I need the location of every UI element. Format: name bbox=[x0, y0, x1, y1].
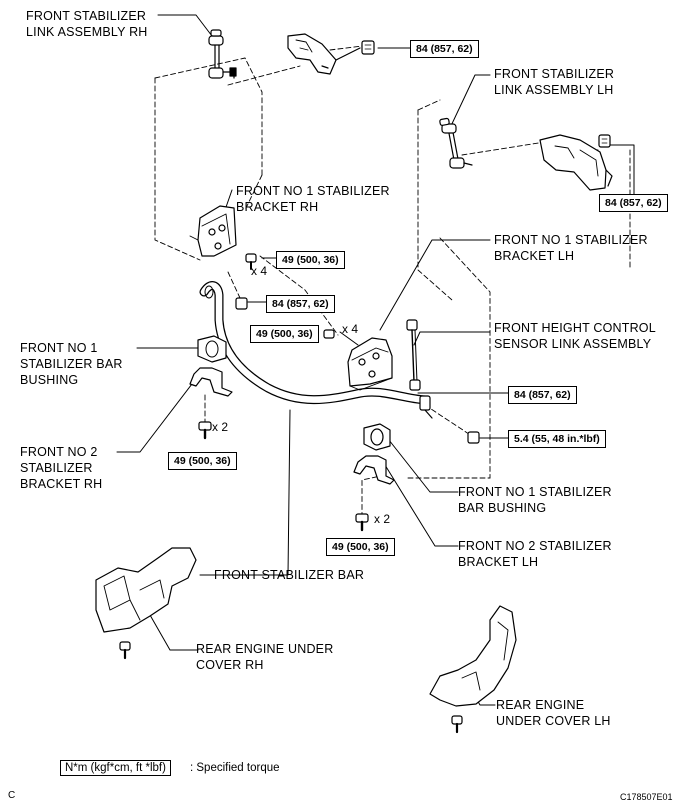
label-line: REAR ENGINE UNDER bbox=[196, 642, 334, 656]
label-bracket-no1-lh: FRONT NO 1 STABILIZER BRACKET LH bbox=[494, 232, 648, 264]
bracket-no2-lh bbox=[353, 455, 395, 485]
bolt-bracket-rh bbox=[245, 253, 257, 270]
label-line: STABILIZER bbox=[20, 461, 93, 475]
height-sensor-link bbox=[406, 319, 433, 419]
torque-bushing-lh: 49 (500, 36) bbox=[326, 538, 395, 556]
legend-unit-box: N*m (kgf*cm, ft *lbf) bbox=[60, 760, 171, 776]
label-line: SENSOR LINK ASSEMBLY bbox=[494, 337, 652, 351]
label-stabilizer-link-lh: FRONT STABILIZER LINK ASSEMBLY LH bbox=[494, 66, 614, 98]
torque-link-lh: 84 (857, 62) bbox=[599, 194, 668, 212]
label-bracket-no2-lh: FRONT NO 2 STABILIZER BRACKET LH bbox=[458, 538, 612, 570]
nut-link-lh bbox=[598, 134, 611, 148]
bolt-bushing-lh bbox=[355, 513, 369, 532]
label-line: FRONT NO 2 bbox=[20, 445, 98, 459]
label-line: BRACKET LH bbox=[458, 555, 539, 569]
torque-link-rh: 84 (857, 62) bbox=[410, 40, 479, 58]
label-line: BAR BUSHING bbox=[458, 501, 547, 515]
rear-engine-under-cover-lh bbox=[429, 605, 517, 734]
label-line: FRONT HEIGHT CONTROL bbox=[494, 321, 656, 335]
alignment-dashed-lines bbox=[154, 45, 631, 516]
stabilizer-link-rh bbox=[208, 29, 237, 79]
label-line: FRONT NO 1 STABILIZER bbox=[236, 184, 390, 198]
label-line: BUSHING bbox=[20, 373, 79, 387]
qty-bushing-rh: x 2 bbox=[212, 420, 229, 434]
torque-bushing-rh: 49 (500, 36) bbox=[168, 452, 237, 470]
label-line: COVER RH bbox=[196, 658, 264, 672]
label-line: STABILIZER BAR bbox=[20, 357, 123, 371]
nut-sensor bbox=[467, 431, 480, 444]
label-line: LINK ASSEMBLY LH bbox=[494, 83, 614, 97]
label-under-cover-rh: REAR ENGINE UNDER COVER RH bbox=[196, 641, 333, 673]
torque-sensor-nut: 5.4 (55, 48 in.*lbf) bbox=[508, 430, 606, 448]
bracket-no2-rh bbox=[189, 367, 233, 397]
label-line: BRACKET LH bbox=[494, 249, 575, 263]
label-bushing-rh: FRONT NO 1 STABILIZER BAR BUSHING bbox=[20, 340, 123, 388]
label-line: FRONT NO 1 bbox=[20, 341, 98, 355]
label-line: BRACKET RH bbox=[236, 200, 319, 214]
bracket-no1-rh bbox=[189, 205, 237, 257]
bolt-bracket-lh bbox=[323, 329, 335, 339]
lower-arm-rh bbox=[287, 33, 361, 75]
bracket-no1-lh bbox=[347, 337, 393, 391]
bushing-rh bbox=[197, 335, 227, 363]
torque-bracket-lh: 49 (500, 36) bbox=[250, 325, 319, 343]
label-height-sensor-link: FRONT HEIGHT CONTROL SENSOR LINK ASSEMBL… bbox=[494, 320, 656, 352]
label-line: FRONT STABILIZER bbox=[494, 67, 615, 81]
rear-engine-under-cover-rh bbox=[95, 547, 197, 660]
torque-center-nut: 84 (857, 62) bbox=[266, 295, 335, 313]
label-line: LINK ASSEMBLY RH bbox=[26, 25, 148, 39]
qty-bracket-rh: x 4 bbox=[251, 264, 268, 278]
label-under-cover-lh: REAR ENGINE UNDER COVER LH bbox=[496, 697, 611, 729]
label-bracket-no1-rh: FRONT NO 1 STABILIZER BRACKET RH bbox=[236, 183, 390, 215]
figure-code: C178507E01 bbox=[620, 792, 673, 802]
label-line: FRONT NO 1 STABILIZER bbox=[458, 485, 612, 499]
label-stabilizer-link-rh: FRONT STABILIZER LINK ASSEMBLY RH bbox=[26, 8, 148, 40]
lower-arm-lh bbox=[539, 134, 613, 191]
torque-sensor-link: 84 (857, 62) bbox=[508, 386, 577, 404]
nut-link-rh bbox=[361, 40, 375, 55]
qty-bushing-lh: x 2 bbox=[374, 512, 391, 526]
leader-lines bbox=[116, 14, 635, 706]
label-line: FRONT NO 2 STABILIZER bbox=[458, 539, 612, 553]
corner-letter: C bbox=[8, 790, 16, 801]
label-line: REAR ENGINE bbox=[496, 698, 585, 712]
nut-center-rh bbox=[235, 297, 248, 310]
label-line: FRONT NO 1 STABILIZER bbox=[494, 233, 648, 247]
label-bushing-lh: FRONT NO 1 STABILIZER BAR BUSHING bbox=[458, 484, 612, 516]
label-stabilizer-bar: FRONT STABILIZER BAR bbox=[214, 568, 365, 582]
bushing-lh bbox=[363, 423, 391, 451]
legend-text: : Specified torque bbox=[190, 762, 280, 774]
label-line: BRACKET RH bbox=[20, 477, 103, 491]
bolt-bushing-rh bbox=[198, 421, 212, 440]
label-bracket-no2-rh: FRONT NO 2 STABILIZER BRACKET RH bbox=[20, 444, 102, 492]
qty-bracket-lh: x 4 bbox=[342, 322, 359, 336]
label-line: UNDER COVER LH bbox=[496, 714, 611, 728]
label-line: FRONT STABILIZER bbox=[26, 9, 147, 23]
front-stabilizer-bar bbox=[199, 281, 430, 405]
stabilizer-link-lh bbox=[439, 117, 473, 169]
torque-bracket-rh: 49 (500, 36) bbox=[276, 251, 345, 269]
